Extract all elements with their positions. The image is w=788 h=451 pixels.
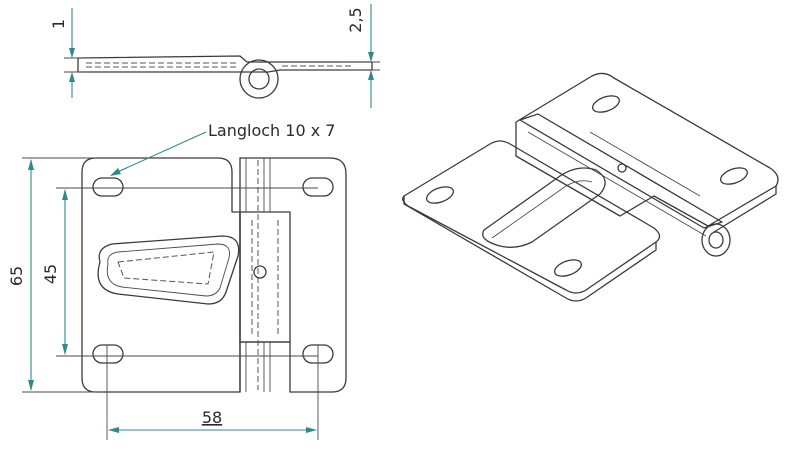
iso-pin-hole xyxy=(617,163,627,173)
iso-leaf-front-thickness xyxy=(403,195,657,302)
dimension-knuckle-thickness: 2,5 xyxy=(346,4,374,108)
hinge-outline xyxy=(81,157,241,393)
iso-embossed-tongue-edge xyxy=(491,180,593,239)
iso-knuckle-bore xyxy=(708,231,724,249)
side-view-pin-bore xyxy=(248,68,270,90)
hinge-outline-right xyxy=(239,157,347,393)
dim-label-45: 45 xyxy=(41,264,60,284)
knuckle-band xyxy=(239,211,291,343)
slot-callout-label: Langloch 10 x 7 xyxy=(208,121,335,140)
embossed-leaf-hidden xyxy=(117,251,215,285)
iso-knuckle xyxy=(519,113,723,229)
dim-label-58: 58 xyxy=(202,408,222,427)
slot-hole-top-right xyxy=(302,177,334,197)
dim-label-thickness-2-5: 2,5 xyxy=(346,7,365,32)
embossed-leaf xyxy=(97,235,240,305)
iso-leaf-back-edge xyxy=(713,185,777,233)
slot-callout: Langloch 10 x 7 xyxy=(110,121,335,176)
dim-label-65: 65 xyxy=(7,266,26,286)
side-view-knuckle xyxy=(239,59,279,99)
front-view xyxy=(22,157,347,440)
iso-leaf-back xyxy=(515,72,779,227)
slot-hole-top-left xyxy=(92,177,124,197)
slot-hole-bottom-left xyxy=(92,344,124,364)
iso-slot-front-right xyxy=(553,259,583,277)
iso-knuckle-line-2 xyxy=(589,131,701,197)
pin-hole xyxy=(253,265,267,279)
iso-slot-back-left xyxy=(591,95,621,113)
dimension-overall-height: 65 xyxy=(7,159,34,391)
dimension-hole-height: 45 xyxy=(41,189,68,355)
side-view-plate xyxy=(77,55,373,73)
embossed-leaf-inner xyxy=(106,243,230,297)
iso-slot-back-right xyxy=(719,167,749,185)
iso-knuckle-end xyxy=(701,223,731,257)
dimension-hole-width: 58 xyxy=(108,408,317,433)
dimension-plate-thickness: 1 xyxy=(49,8,75,98)
dim-label-thickness-1: 1 xyxy=(49,19,68,29)
isometric-view xyxy=(402,72,779,302)
side-view xyxy=(64,55,380,99)
iso-slot-front-left xyxy=(425,186,455,204)
iso-knuckle-line xyxy=(527,131,707,237)
iso-embossed-tongue xyxy=(482,167,606,248)
